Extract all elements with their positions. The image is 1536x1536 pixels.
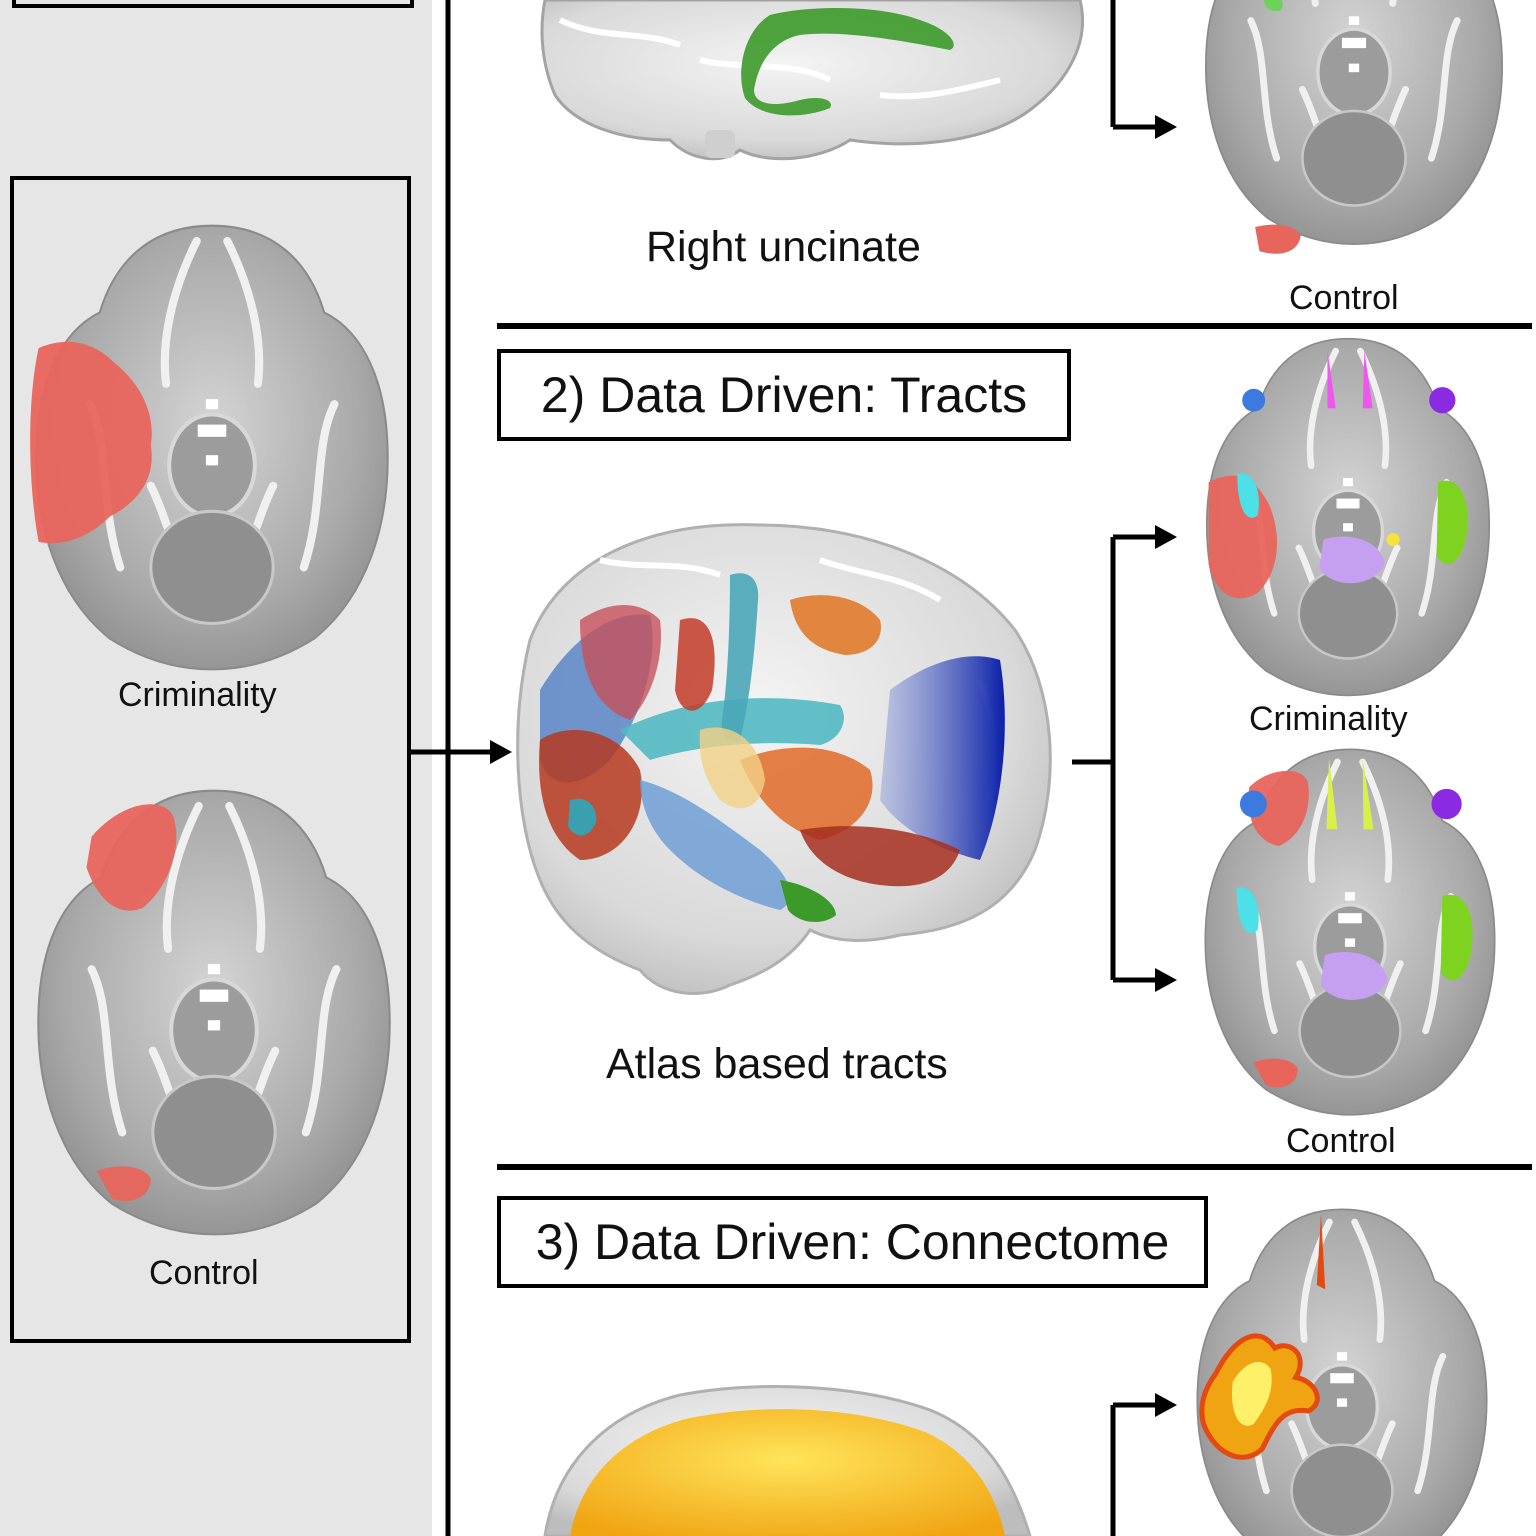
- tract-overlap: [1429, 387, 1456, 414]
- tract-bundle: [880, 656, 1005, 860]
- atlas-tracts-brain: [516, 523, 1052, 995]
- left-brain-control: [38, 791, 389, 1235]
- tract-bundle: [790, 595, 881, 655]
- tract-overlap: [1431, 788, 1462, 820]
- tracts-control-label: Control: [1286, 1122, 1396, 1160]
- lesion-region: [86, 804, 177, 911]
- uncinate-tract: [741, 8, 954, 116]
- tract-overlap: [1320, 952, 1388, 1000]
- uncinate-control-label: Control: [1289, 279, 1399, 317]
- uncinate-brain: [540, 0, 1085, 161]
- tract-overlap: [1237, 473, 1259, 518]
- section2-title-box: 2) Data Driven: Tracts: [497, 349, 1071, 441]
- tracts-control-scan: [1205, 749, 1494, 1114]
- uncinate-control-scan: [1206, 0, 1502, 254]
- tract-bundle: [699, 727, 765, 809]
- tract-overlap: [1326, 757, 1374, 830]
- tract-overlap: [1440, 894, 1473, 981]
- tract-bundle: [580, 605, 661, 720]
- tract-overlap: [1436, 480, 1468, 565]
- tract-overlap: [1386, 533, 1400, 547]
- left-scan-box: [10, 176, 411, 1343]
- tract-bundle: [740, 747, 873, 840]
- tracts-criminality-label: Criminality: [1249, 700, 1408, 738]
- tract-bundle: [640, 780, 791, 910]
- arrow-head: [1155, 525, 1177, 549]
- arrow-head: [1155, 115, 1177, 139]
- tract-overlap: [1319, 536, 1385, 584]
- heat-region: [1231, 1361, 1272, 1426]
- tracts-criminality-scan: [1207, 339, 1489, 696]
- lesion-region: [1248, 770, 1309, 846]
- section3-title-box: 3) Data Driven: Connectome: [497, 1196, 1208, 1288]
- tract-bundle: [721, 573, 759, 742]
- tract-overlap: [1263, 0, 1283, 12]
- lesion-region: [96, 1166, 151, 1202]
- left-brain-criminality: [30, 226, 388, 670]
- tract-bundle: [675, 618, 715, 711]
- heat-region: [1316, 1213, 1326, 1290]
- lesion-region: [1208, 475, 1278, 599]
- tract-bundle: [539, 730, 642, 860]
- tract-overlap: [1236, 887, 1259, 933]
- left-top-box: [12, 0, 414, 8]
- tract-overlap: [1239, 790, 1267, 818]
- right-uncinate-label: Right uncinate: [646, 223, 921, 271]
- left-criminality-label: Criminality: [118, 676, 277, 714]
- lesion-region: [1253, 1058, 1298, 1088]
- lesion-region: [1255, 224, 1301, 254]
- tract-bundle: [568, 798, 597, 836]
- connectome-criminality-scan: [1197, 1209, 1486, 1536]
- tract-overlap: [1327, 351, 1373, 409]
- left-control-label: Control: [149, 1254, 259, 1292]
- tract-overlap: [1242, 388, 1266, 412]
- arrow-head: [1155, 1393, 1177, 1417]
- connectome-brain: [543, 1385, 1032, 1536]
- atlas-tracts-label: Atlas based tracts: [606, 1040, 948, 1088]
- lesion-region: [30, 341, 152, 544]
- connectome-heat: [570, 1409, 1005, 1536]
- arrow-head: [1155, 968, 1177, 992]
- arrow-head: [490, 740, 512, 764]
- tract-bundle: [780, 880, 836, 922]
- tract-bundle: [800, 826, 960, 887]
